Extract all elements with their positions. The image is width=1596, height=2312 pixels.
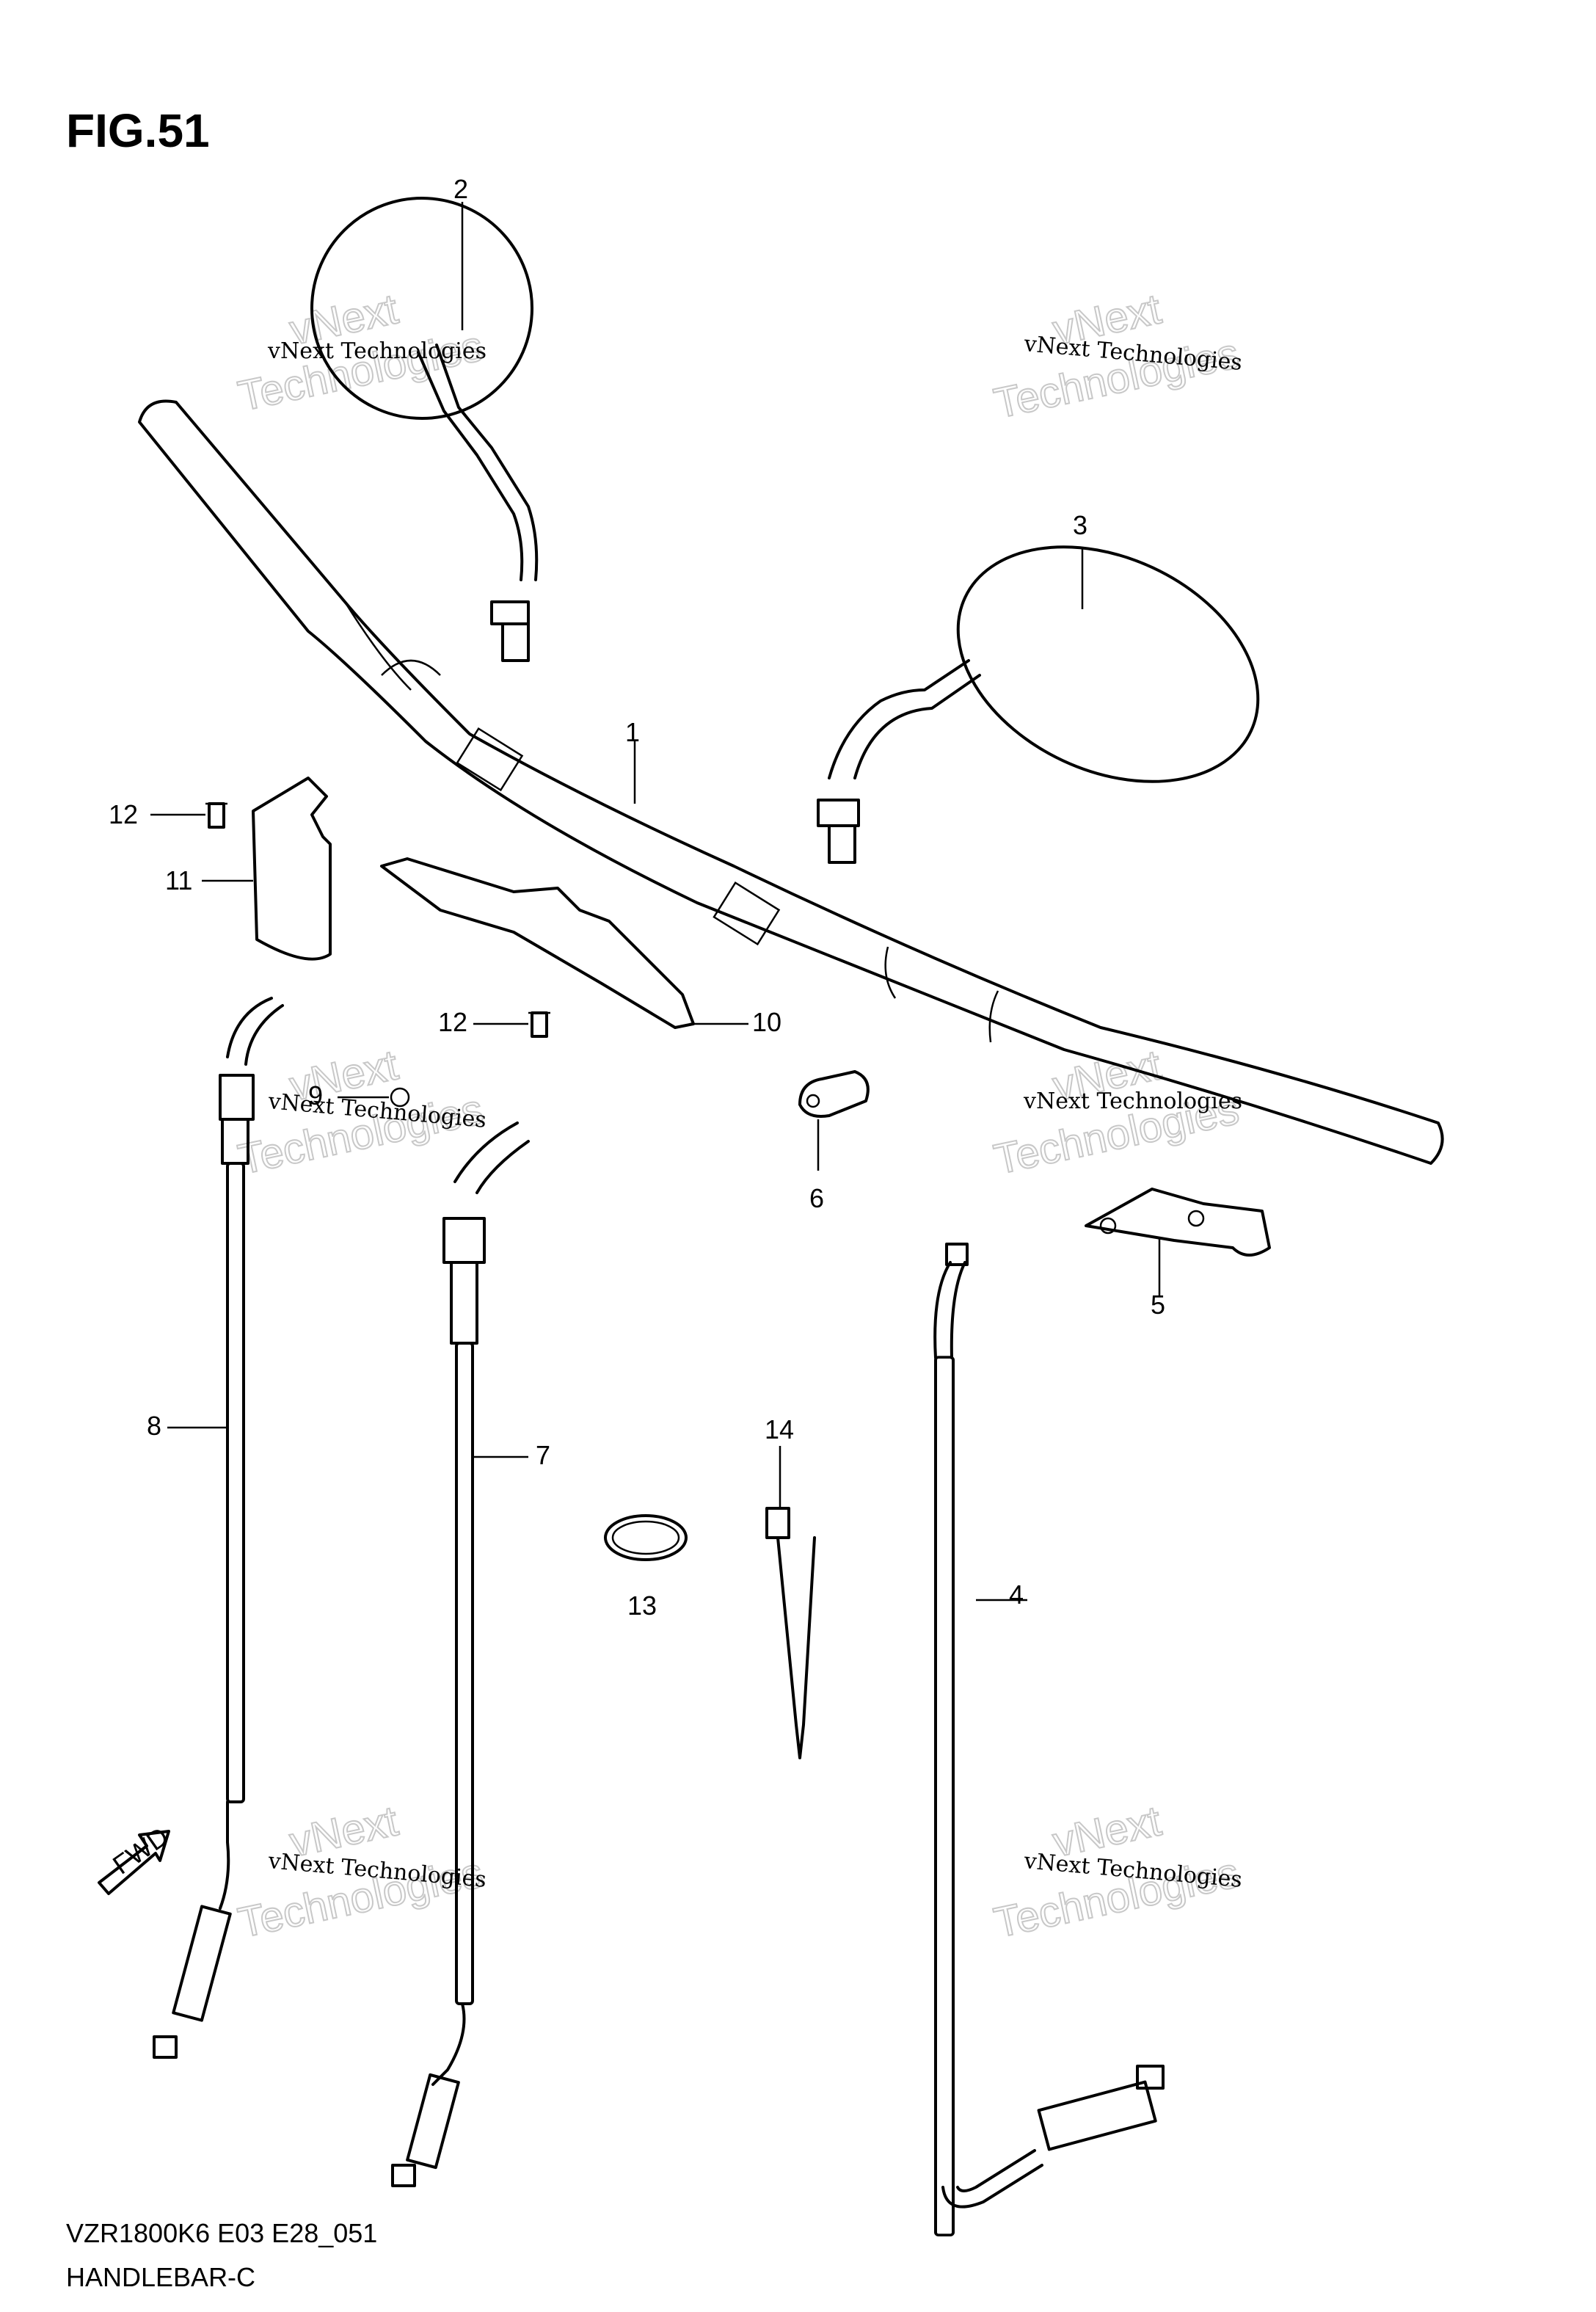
cable-tie-part-14 bbox=[765, 1446, 816, 1759]
clutch-cable-part-4 bbox=[933, 1243, 1165, 2237]
bracket-part-5 bbox=[1085, 1188, 1271, 1295]
callout-9: 9 bbox=[308, 1080, 323, 1110]
watermark-bottom-left: Technologies vNext vNext Technologies bbox=[233, 1796, 488, 1947]
throttle-cable-part-8 bbox=[153, 997, 284, 2059]
callout-12-b: 12 bbox=[438, 1007, 467, 1037]
callout-labels: 1 2 3 4 5 6 7 8 9 10 11 12 12 13 14 bbox=[109, 174, 1165, 1621]
watermark-mid-left: Technologies vNext vNext Technologies bbox=[233, 1040, 488, 1184]
forward-arrow-icon: FWD bbox=[98, 1821, 174, 1895]
mirror-left-part-2 bbox=[310, 197, 539, 662]
callout-12-a: 12 bbox=[109, 799, 138, 829]
forward-label: FWD bbox=[107, 1821, 174, 1880]
callout-8: 8 bbox=[147, 1411, 161, 1441]
mirror-right-part-3 bbox=[817, 545, 1260, 864]
svg-text:vNext Technologies: vNext Technologies bbox=[267, 338, 487, 364]
bolt-part-12-a bbox=[150, 802, 227, 829]
watermark-group: Technologies vNext vNext Technologies Te… bbox=[233, 284, 1244, 1947]
guide-part-11 bbox=[202, 777, 332, 961]
callout-14: 14 bbox=[765, 1414, 794, 1444]
callout-4: 4 bbox=[1009, 1579, 1024, 1610]
callout-5: 5 bbox=[1151, 1290, 1165, 1320]
plate-part-10 bbox=[380, 857, 748, 1029]
callout-7: 7 bbox=[536, 1440, 550, 1470]
clamp-part-6 bbox=[798, 1070, 870, 1171]
assembly-name: HANDLEBAR-C bbox=[66, 2262, 255, 2292]
callout-2: 2 bbox=[453, 174, 468, 204]
model-code: VZR1800K6 E03 E28_051 bbox=[66, 2218, 377, 2248]
watermark-mid-right: Technologies vNext vNext Technologies bbox=[989, 1040, 1244, 1184]
callout-11: 11 bbox=[165, 865, 192, 895]
callout-13: 13 bbox=[627, 1591, 657, 1621]
callout-3: 3 bbox=[1073, 510, 1087, 540]
throttle-cable-part-7 bbox=[391, 1122, 530, 2187]
watermark-bottom-right: Technologies vNext vNext Technologies bbox=[989, 1796, 1244, 1947]
watermark-top-right: Technologies vNext vNext Technologies bbox=[989, 284, 1244, 428]
clip-part-9 bbox=[338, 1087, 410, 1108]
figure-title: FIG.51 bbox=[66, 104, 210, 157]
callout-6: 6 bbox=[809, 1183, 824, 1213]
svg-text:vNext Technologies: vNext Technologies bbox=[1023, 1088, 1242, 1114]
callout-1: 1 bbox=[625, 717, 640, 747]
handlebar-part-1 bbox=[138, 399, 1444, 1165]
ring-part-13 bbox=[604, 1514, 688, 1561]
bolt-part-12-b bbox=[473, 1011, 550, 1038]
callout-10: 10 bbox=[752, 1007, 781, 1037]
